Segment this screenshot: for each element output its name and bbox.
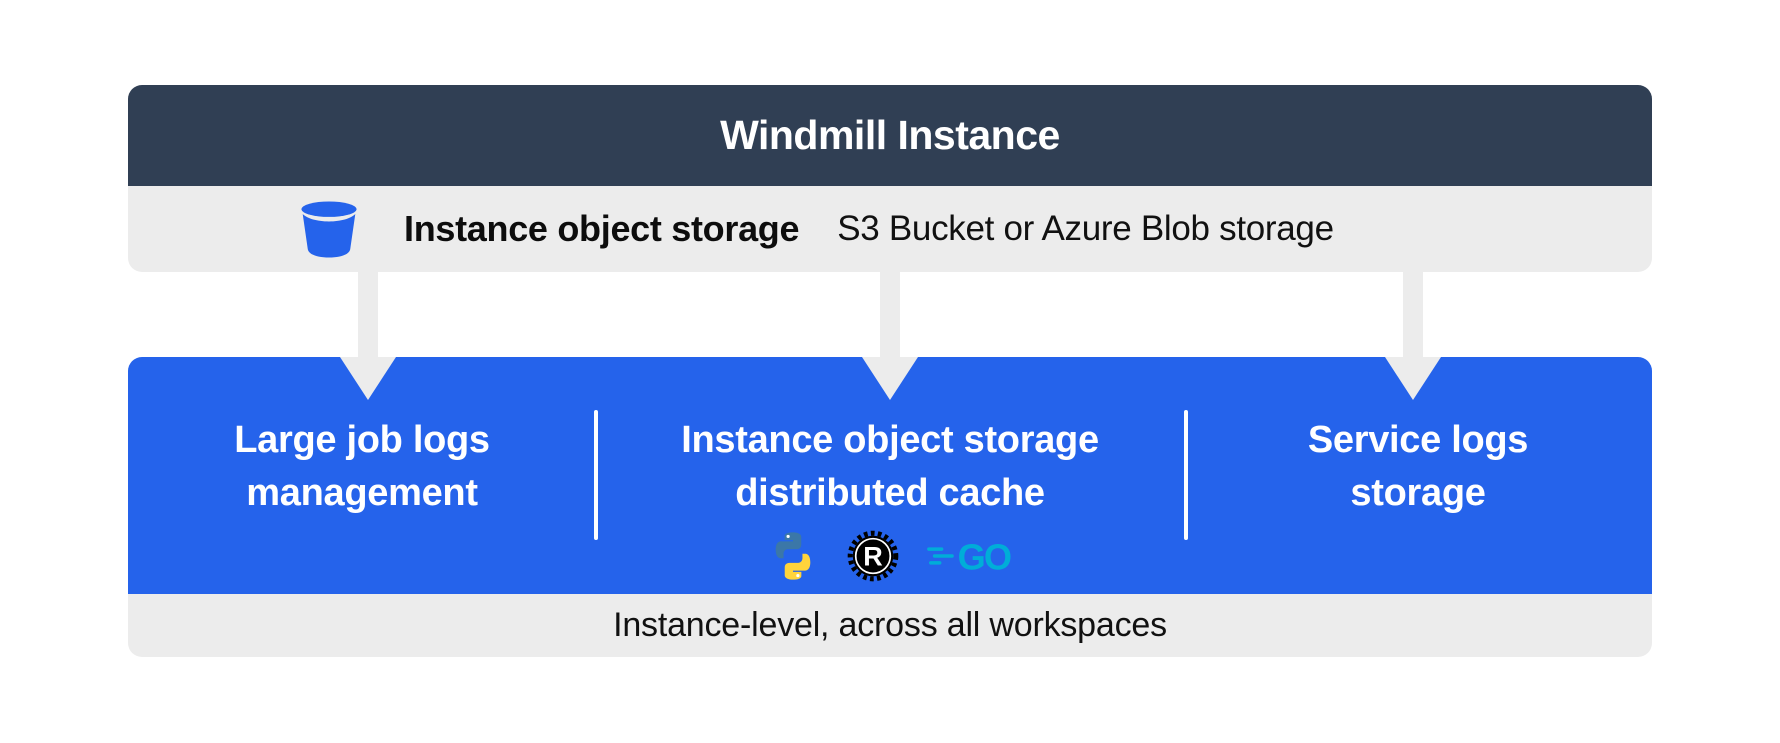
arrow-head-icon bbox=[862, 357, 918, 400]
section-service-logs: Service logs storage bbox=[1184, 357, 1652, 594]
section-divider bbox=[1184, 410, 1188, 540]
section-large-job-logs: Large job logs management bbox=[128, 357, 596, 594]
section-divider bbox=[594, 410, 598, 540]
flow-arrow-right bbox=[1385, 271, 1441, 400]
storage-uses-card: Large job logs management Instance objec… bbox=[128, 357, 1652, 657]
object-storage-bar: Instance object storage S3 Bucket or Azu… bbox=[128, 186, 1652, 272]
section-label: Instance object storage distributed cach… bbox=[681, 419, 1099, 514]
header-title: Windmill Instance bbox=[720, 112, 1060, 158]
bucket-icon bbox=[301, 201, 357, 258]
rust-icon: R bbox=[847, 530, 899, 582]
section-distributed-cache: Instance object storage distributed cach… bbox=[596, 357, 1184, 594]
arrow-head-icon bbox=[1385, 357, 1441, 400]
arrow-shaft bbox=[1403, 271, 1423, 358]
section-label: Large job logs management bbox=[234, 419, 490, 514]
go-icon: GO bbox=[927, 536, 1013, 576]
language-icons-row: R GO bbox=[596, 528, 1184, 584]
footer-text: Instance-level, across all workspaces bbox=[613, 606, 1167, 644]
python-icon bbox=[775, 532, 811, 580]
section-label: Service logs storage bbox=[1307, 419, 1529, 514]
arrow-shaft bbox=[880, 271, 900, 358]
object-storage-title: Instance object storage bbox=[404, 208, 800, 249]
flow-arrow-center bbox=[862, 271, 918, 400]
flow-arrow-left bbox=[340, 271, 396, 400]
svg-text:R: R bbox=[863, 541, 883, 571]
svg-text:GO: GO bbox=[958, 536, 1011, 576]
header-bar: Windmill Instance bbox=[128, 85, 1652, 186]
footer-bar: Instance-level, across all workspaces bbox=[128, 594, 1652, 657]
object-storage-subtitle: S3 Bucket or Azure Blob storage bbox=[837, 209, 1334, 248]
arrow-head-icon bbox=[340, 357, 396, 400]
windmill-instance-card: Windmill Instance Instance object storag… bbox=[128, 85, 1652, 272]
arrow-shaft bbox=[358, 271, 378, 358]
